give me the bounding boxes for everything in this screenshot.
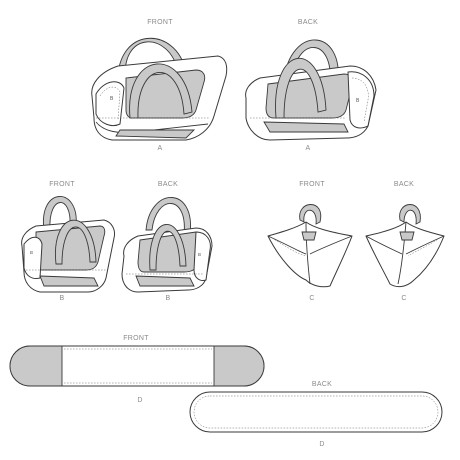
view-a-back-title: BACK [298, 19, 318, 26]
view-d-front-title: FRONT [123, 335, 149, 342]
view-d-front: FRONT D [9, 335, 265, 404]
strap-pad-icon [189, 391, 443, 433]
svg-text:B: B [356, 98, 360, 104]
view-c-front-style: C [309, 295, 314, 302]
view-c-front-title: FRONT [299, 181, 325, 188]
view-b-back-style: B [166, 295, 171, 302]
svg-text:B: B [110, 96, 114, 102]
medium-duffel-bag-icon: B [121, 197, 213, 293]
view-c-front: FRONT C [267, 181, 353, 302]
view-a-front-style: A [158, 145, 163, 152]
view-d-front-style: D [137, 397, 142, 404]
view-c-back-style: C [401, 295, 406, 302]
triangle-bag-icon [365, 204, 445, 288]
view-d-back: BACK D [189, 381, 443, 448]
view-a-back: BACK B A [245, 19, 377, 152]
view-a-front-title: FRONT [147, 19, 173, 26]
view-b-front-style: B [60, 295, 65, 302]
svg-text:B: B [198, 252, 201, 257]
view-d-back-style: D [319, 441, 324, 448]
view-b-back: BACK B B [121, 181, 213, 302]
strap-pad-icon [9, 345, 265, 387]
view-b-front: FRONT B B [21, 181, 115, 302]
view-b-back-title: BACK [158, 181, 178, 188]
svg-text:B: B [30, 250, 33, 255]
view-a-back-style: A [306, 145, 311, 152]
view-c-back: BACK C [365, 181, 445, 302]
large-duffel-bag-icon: B [245, 39, 377, 141]
view-a-front: FRONT B A [91, 19, 228, 152]
view-c-back-title: BACK [394, 181, 414, 188]
triangle-bag-icon [267, 204, 353, 288]
large-duffel-bag-icon: B [91, 38, 228, 141]
view-d-back-title: BACK [312, 381, 332, 388]
medium-duffel-bag-icon: B [21, 196, 115, 293]
view-b-front-title: FRONT [49, 181, 75, 188]
